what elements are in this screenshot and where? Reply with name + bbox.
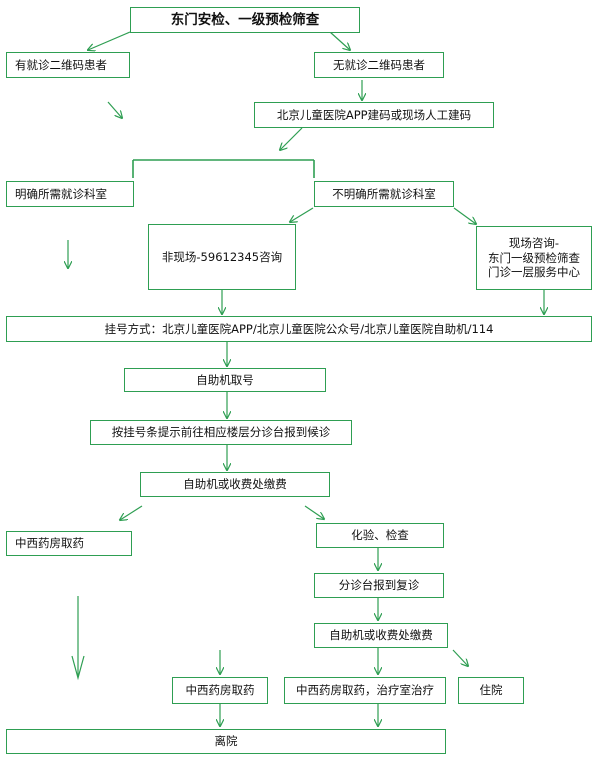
branch-without-code: 无就诊二维码患者 — [314, 52, 444, 78]
pay-1-box: 自助机或收费处缴费 — [140, 472, 330, 497]
consult-onsite-box: 现场咨询- 东门一级预检筛查 门诊一层服务中心 — [476, 226, 592, 290]
tests-box: 化验、检查 — [316, 523, 444, 548]
dept-known-box: 明确所需就诊科室 — [6, 181, 134, 207]
arrow-pay-to-pharmacy — [120, 505, 143, 520]
arrow-left-down — [107, 101, 122, 118]
arrow-title-to-right — [329, 31, 350, 50]
split-bracket — [132, 159, 315, 178]
title-box: 东门安检、一级预检筛查 — [130, 7, 360, 33]
arrow-unknown-to-onsite — [453, 207, 476, 224]
title-text: 东门安检、一级预检筛查 — [170, 11, 320, 28]
pay-2-box: 自助机或收费处缴费 — [314, 623, 448, 648]
triage-box: 分诊台报到复诊 — [314, 573, 444, 598]
arrow-build-to-split — [280, 127, 303, 150]
pharmacy-1-box: 中西药房取药 — [6, 531, 132, 556]
arrow-title-to-left — [88, 31, 131, 50]
hospitalization-box: 住院 — [458, 677, 524, 704]
build-code-box: 北京儿童医院APP建码或现场人工建码 — [254, 102, 494, 128]
long-down-arrow — [71, 596, 85, 681]
ticket-box: 自助机取号 — [124, 368, 326, 392]
arrow-pay-to-tests — [304, 505, 324, 519]
arrow-to-hospitalization — [452, 649, 468, 666]
dept-unknown-box: 不明确所需就诊科室 — [314, 181, 454, 207]
consult-remote-box: 非现场-59612345咨询 — [148, 224, 296, 290]
waiting-box: 按挂号条提示前往相应楼层分诊台报到候诊 — [90, 420, 352, 445]
discharge-box: 离院 — [6, 729, 446, 754]
branch-with-code: 有就诊二维码患者 — [6, 52, 130, 78]
pharmacy-2-box: 中西药房取药 — [172, 677, 268, 704]
arrow-unknown-to-remote — [290, 207, 314, 222]
registration-box: 挂号方式：北京儿童医院APP/北京儿童医院公众号/北京儿童医院自助机/114 — [6, 316, 592, 342]
pharmacy-treatment-box: 中西药房取药，治疗室治疗 — [284, 677, 446, 704]
